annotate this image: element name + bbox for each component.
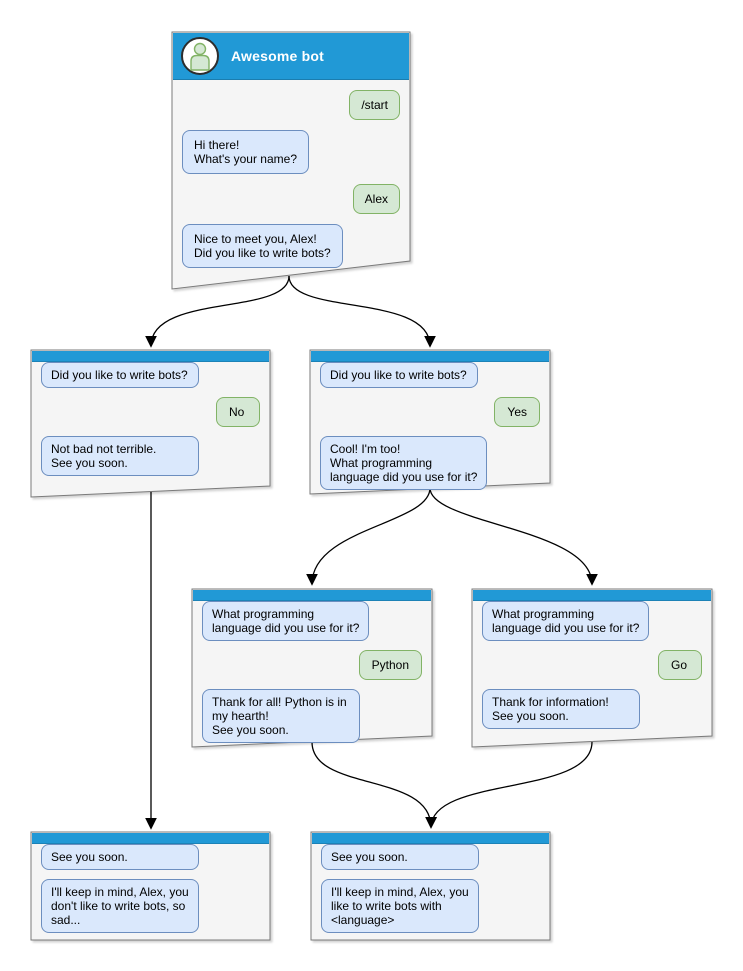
window-titlebar xyxy=(193,590,431,601)
window-titlebar xyxy=(473,590,711,601)
message-list: See you soon. I'll keep in mind, Alex, y… xyxy=(311,844,550,943)
bot-message-bubble: Nice to meet you, Alex! Did you like to … xyxy=(182,224,343,268)
edge-python-to-end xyxy=(311,741,437,829)
chat-window-branch-yes: Did you like to write bots? Yes Cool! I'… xyxy=(310,350,550,500)
bot-message-bubble: Did you like to write bots? xyxy=(320,362,478,388)
bot-message-bubble: Hi there! What's your name? xyxy=(182,130,310,174)
bot-message-bubble: Did you like to write bots? xyxy=(41,362,199,388)
bot-message-bubble: What programming language did you use fo… xyxy=(482,601,650,641)
bot-message-bubble: What programming language did you use fo… xyxy=(202,601,370,641)
edge-yes-to-go xyxy=(429,487,598,586)
chat-window-branch-python: What programming language did you use fo… xyxy=(192,589,432,753)
person-icon xyxy=(190,42,210,71)
user-message-bubble: Go xyxy=(658,650,702,680)
bot-message-bubble: Not bad not terrible. See you soon. xyxy=(41,436,199,476)
bot-message-bubble: See you soon. xyxy=(321,844,479,870)
bot-message-bubble: Cool! I'm too! What programming language… xyxy=(320,436,488,490)
bot-message-bubble: See you soon. xyxy=(41,844,199,870)
message-list: Did you like to write bots? No Not bad n… xyxy=(31,362,270,486)
message-list: /start Hi there! What's your name? Alex … xyxy=(172,80,410,278)
message-list: See you soon. I'll keep in mind, Alex, y… xyxy=(31,844,270,943)
bot-title: Awesome bot xyxy=(231,48,324,64)
edge-go-to-end xyxy=(425,741,593,829)
user-message-bubble: Python xyxy=(358,650,422,680)
chat-window-branch-go: What programming language did you use fo… xyxy=(472,589,712,739)
chat-window-main: Awesome bot /start Hi there! What's your… xyxy=(172,32,410,278)
bot-message-bubble: I'll keep in mind, Alex, you like to wri… xyxy=(321,879,479,933)
window-titlebar xyxy=(311,351,549,362)
bot-message-bubble: I'll keep in mind, Alex, you don't like … xyxy=(41,879,199,933)
user-message-bubble: Alex xyxy=(352,184,400,214)
user-message-bubble: No xyxy=(216,397,260,427)
window-titlebar xyxy=(32,351,269,362)
edge-main-to-yes xyxy=(288,275,436,348)
bot-avatar xyxy=(181,37,219,75)
chat-window-end-yes: See you soon. I'll keep in mind, Alex, y… xyxy=(311,832,550,943)
user-message-bubble: /start xyxy=(349,90,400,120)
bot-message-bubble: Thank for all! Python is in my hearth! S… xyxy=(202,689,360,743)
message-list: What programming language did you use fo… xyxy=(192,601,432,753)
user-message-bubble: Yes xyxy=(494,397,540,427)
window-titlebar xyxy=(312,833,549,844)
bot-message-bubble: Thank for information! See you soon. xyxy=(482,689,640,729)
window-titlebar: Awesome bot xyxy=(173,33,409,80)
chat-window-branch-no: Did you like to write bots? No Not bad n… xyxy=(31,350,270,486)
message-list: What programming language did you use fo… xyxy=(472,601,712,739)
window-titlebar xyxy=(32,833,269,844)
chat-window-end-no: See you soon. I'll keep in mind, Alex, y… xyxy=(31,832,270,943)
message-list: Did you like to write bots? Yes Cool! I'… xyxy=(310,362,550,500)
edge-yes-to-python xyxy=(306,487,431,586)
edge-main-to-no xyxy=(145,275,290,348)
